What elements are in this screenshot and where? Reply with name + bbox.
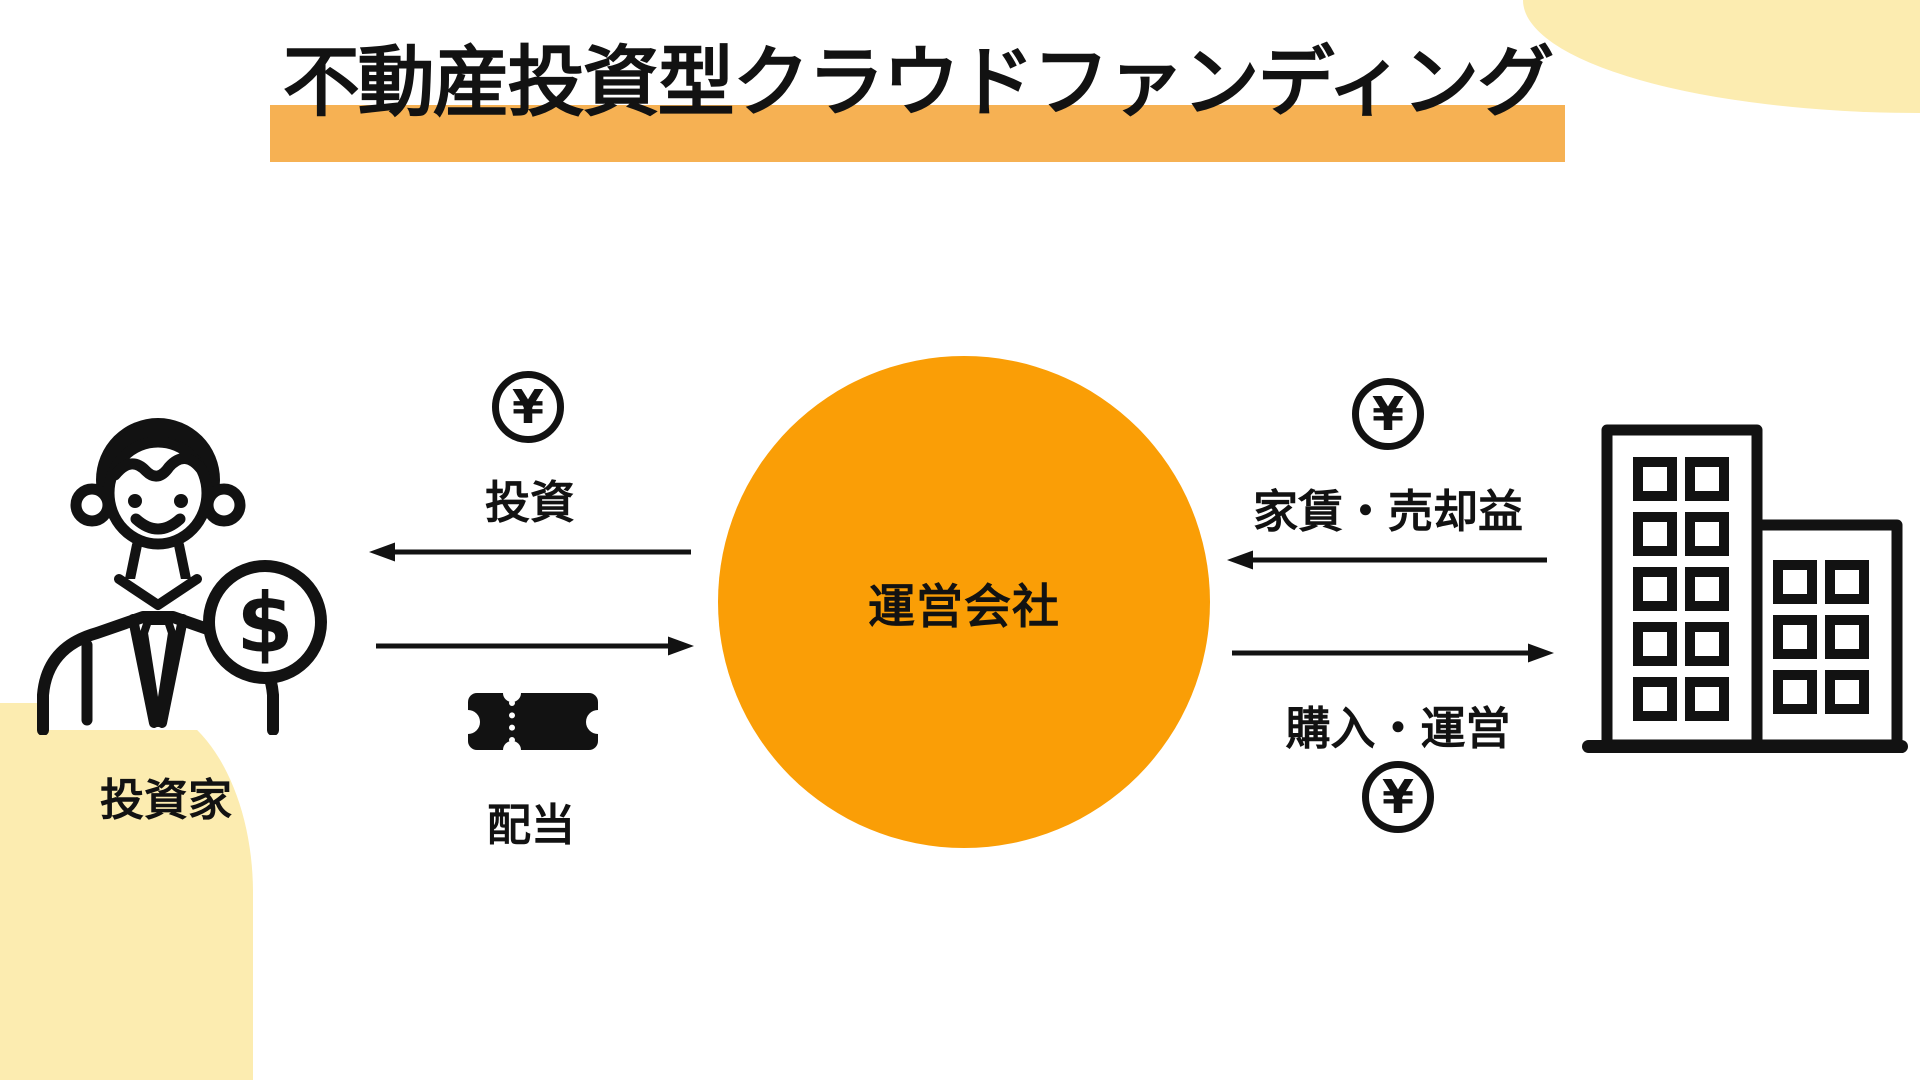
- office-buildings-icon: [1582, 424, 1908, 753]
- yen-glyph: ¥: [1381, 770, 1414, 824]
- arrow-property-to-operator: [1227, 550, 1547, 570]
- yen-glyph: ¥: [511, 380, 544, 434]
- operator-label: 運営会社: [868, 579, 1060, 635]
- dividend-label: 配当: [487, 800, 575, 851]
- dollar-glyph: $: [236, 577, 293, 672]
- ticket-notch: [503, 741, 521, 759]
- ticket-icon: [456, 684, 610, 759]
- title-highlight-bar: [270, 105, 1565, 162]
- rent-sale-label: 家賃・売却益: [1252, 485, 1523, 538]
- arrow-investor-to-operator: [376, 636, 694, 656]
- arrow-operator-to-investor: [369, 542, 691, 562]
- corner-decoration-bottom-left: [0, 703, 253, 1080]
- invest-label: 投資: [484, 476, 575, 529]
- ticket-perforation: [509, 700, 515, 743]
- investor-person-with-dollar-coin-icon: $: [37, 418, 327, 735]
- corner-decoration-top-right: [1523, 0, 1920, 113]
- page-title: 不動産投資型クラウドファンディング: [282, 39, 1555, 128]
- yen-glyph: ¥: [1371, 387, 1404, 441]
- yen-coin-icon: ¥: [1362, 761, 1434, 833]
- operator-circle: 運営会社: [718, 356, 1210, 848]
- yen-coin-icon: ¥: [492, 371, 564, 443]
- purchase-operate-label: 購入・運営: [1285, 702, 1511, 755]
- arrow-operator-to-property: [1232, 643, 1554, 663]
- investor-label: 投資家: [100, 775, 232, 826]
- ticket-notch: [586, 709, 610, 734]
- yen-coin-icon: ¥: [1352, 378, 1424, 450]
- ticket-notch: [503, 684, 521, 702]
- ticket-notch: [456, 709, 480, 734]
